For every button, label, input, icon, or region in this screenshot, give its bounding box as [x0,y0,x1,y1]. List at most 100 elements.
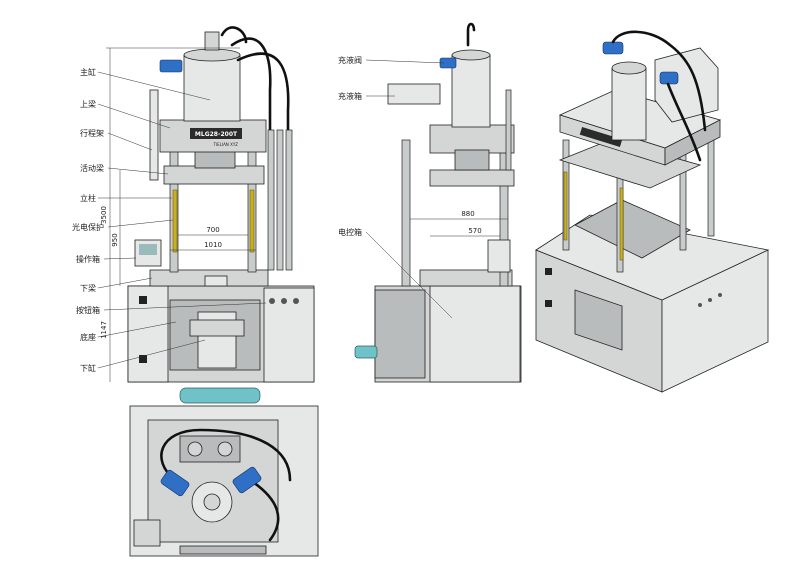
iso-main-cylinder [611,67,647,141]
side-pipe [505,89,512,171]
leader-moving-beam [107,167,169,175]
leader-button-box [103,302,267,311]
iso-valve-2 [659,71,679,85]
label-operation-box: 操作箱 [76,254,100,264]
button-2 [281,298,287,304]
label-base: 底座 [80,332,96,342]
side-hose [466,22,476,47]
button-3 [293,298,299,304]
iso-moving-beam [558,139,702,189]
side-lower-beam [419,269,513,287]
side-ram [454,149,490,171]
leader-lower-beam [97,277,153,289]
fill-valve-stem [204,31,220,51]
iso-light-curtain-1 [563,171,568,241]
side-guard [487,239,511,273]
top-electric-box [133,519,161,547]
model-plate-text: MLG28-200T [195,131,238,138]
label-moving-beam: 活动梁 [80,163,104,173]
label-electric-box: 电控箱 [338,227,362,237]
oil-pipe-2 [276,129,284,271]
top-view [129,387,319,557]
light-curtain-left [172,189,178,253]
dim-height-table: 950 [111,233,119,246]
label-lower-cylinder: 下缸 [80,363,96,373]
side-base-panel [374,289,426,379]
leader-electric-box [365,231,453,319]
dim-depth-outer: 880 [461,210,474,218]
label-button-box: 按钮箱 [76,305,100,315]
dim-inner-width: 700 [206,226,219,234]
iso-base-window [574,289,623,351]
top-hose-1 [160,428,292,482]
label-light-curtain: 光电保护 [72,222,104,232]
plate-subtext: TIELIAN XYZ [213,142,239,147]
lower-cylinder-flange [189,319,245,337]
dim-height-base: 1147 [100,321,108,339]
label-fill-tank: 充液箱 [338,91,362,101]
iso-hose-1 [611,30,707,132]
hose-3 [220,26,248,44]
leader-fill-valve [365,59,445,64]
dim-depth-inner: 570 [468,227,481,235]
label-upper-beam: 上梁 [80,100,96,109]
top-lower-plate [179,545,267,555]
leader-base [97,321,177,338]
side-upper-beam [429,124,515,154]
leader-light-curtain [107,219,174,228]
oil-pipe-3 [285,129,293,271]
leader-upper-beam [97,103,171,129]
iso-button-2 [708,298,712,302]
iso-fill-tank [654,47,719,123]
iso-column-4 [707,139,715,237]
label-fill-valve: 充液阀 [338,55,362,65]
lower-beam-slot [204,275,228,287]
electric-box [429,285,521,383]
iso-cylinder-top [611,61,647,75]
label-lower-beam: 下梁 [80,284,96,293]
hose-1 [236,52,290,152]
fill-tank [387,83,441,105]
dim-column-span: 1010 [204,241,222,249]
iso-lock-2 [545,300,552,307]
side-cylinder-top [451,49,491,61]
leader-main-cylinder [97,71,211,101]
oil-pipe-1 [267,129,275,271]
iso-valve-1 [602,41,624,55]
stroke-frame [149,89,159,181]
side-main-cylinder [451,54,491,128]
base-lock-bottom [139,355,147,363]
label-column: 立柱 [80,193,96,203]
side-motor [354,345,378,359]
iso-base-top [535,214,770,301]
dim-height-upper: 3500 [100,206,108,224]
top-port-2 [217,441,233,457]
isometric-view [535,30,770,393]
front-view: MLG28-200T TIELIAN XYZ 主缸 上梁 行程架 活动梁 立柱 … [72,26,315,383]
iso-button-3 [718,293,722,297]
filter-tank [179,387,261,404]
top-cylinder-center [203,493,221,511]
side-moving-beam [429,169,515,187]
top-valve-right [232,466,262,494]
side-column-left [401,139,411,287]
top-fill-tank [179,435,241,463]
main-cylinder [183,54,241,122]
iso-light-curtain-2 [619,187,624,261]
operation-screen [139,244,157,255]
light-curtain-right [249,189,255,253]
label-main-cylinder: 主缸 [80,67,96,77]
iso-hose-2 [666,82,702,162]
model-plate [190,128,242,139]
button-1 [269,298,275,304]
iso-lock-1 [545,268,552,275]
valve-block-front [159,59,183,73]
leader-lower-cylinder [97,339,206,369]
iso-model-plate [579,127,623,147]
iso-button-1 [698,303,702,307]
main-cylinder-top [183,48,241,62]
leader-stroke-frame [107,132,153,151]
base-left-panel [127,285,169,383]
top-hose-2 [248,478,280,542]
